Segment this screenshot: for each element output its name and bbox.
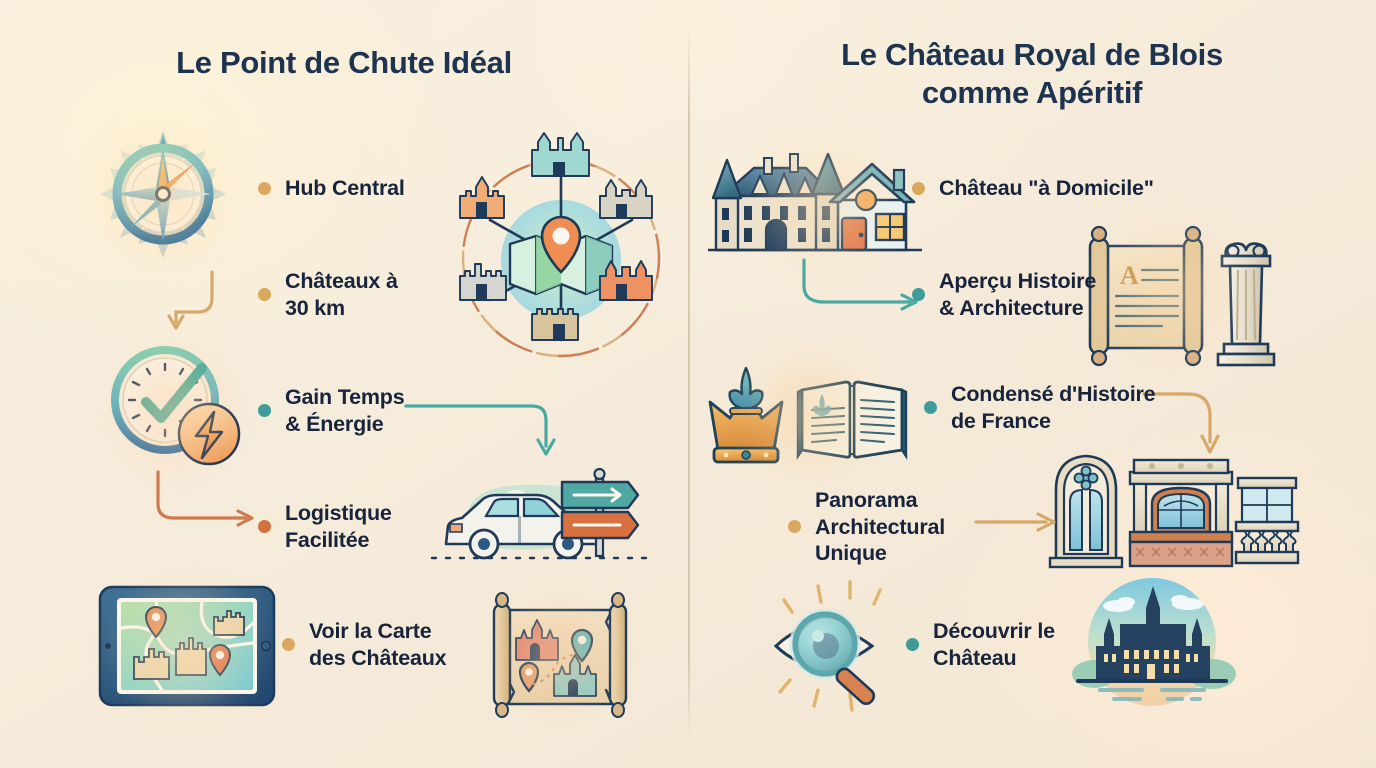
right-item-1-label: Château "à Domicile" bbox=[939, 176, 1154, 200]
left-panel-title: Le Point de Chute Idéal bbox=[176, 45, 512, 80]
magnifier-handle bbox=[835, 667, 876, 706]
left-panel: Le Point de Chute Idéal bbox=[90, 45, 674, 720]
eye-magnifier-icon bbox=[773, 580, 882, 712]
left-item-5-label: Voir la Carte des Châteaux bbox=[309, 619, 447, 670]
left-item-5[interactable]: Voir la Carte des Châteaux bbox=[282, 618, 447, 671]
network-castle-left-top bbox=[459, 176, 505, 219]
balustrade-facade bbox=[1234, 476, 1300, 565]
panel-divider bbox=[688, 28, 690, 740]
network-castle-right-top bbox=[599, 179, 653, 219]
signpost-shape bbox=[560, 467, 640, 558]
left-item-4[interactable]: Logistique Facilitée bbox=[258, 500, 392, 553]
network-castle-top bbox=[531, 132, 590, 177]
left-item-4-bullet bbox=[258, 520, 271, 534]
castle-network-icon bbox=[459, 132, 661, 358]
chateau-silhouette-illustration bbox=[1036, 576, 1268, 712]
right-item-3-bullet bbox=[924, 401, 937, 415]
left-item-2[interactable]: Châteaux à 30 km bbox=[258, 268, 398, 321]
left-item-3-label: Gain Temps & Énergie bbox=[285, 385, 405, 436]
right-panel: Le Château Royal de Blois comme Apéritif bbox=[688, 0, 1376, 768]
right-panel-title-line1: Le Château Royal de Blois bbox=[841, 37, 1223, 72]
car-signpost-illustration bbox=[430, 452, 654, 574]
tablet-map-illustration bbox=[90, 577, 280, 717]
eye-rays bbox=[778, 580, 882, 712]
clock-check-lightning-icon bbox=[111, 346, 241, 466]
architecture-facades-icon bbox=[1048, 454, 1300, 569]
castle-network-illustration bbox=[448, 132, 674, 378]
scroll-initial-letter: A bbox=[1120, 261, 1139, 290]
crown-book-icon bbox=[708, 366, 908, 464]
right-item-3[interactable]: Condensé d'Histoire de France bbox=[924, 381, 1156, 434]
scroll-column-icon: A bbox=[1088, 225, 1276, 367]
left-item-2-label: Châteaux à 30 km bbox=[285, 269, 398, 320]
architecture-facades-illustration bbox=[1048, 448, 1300, 570]
right-panel-title-line2: comme Apéritif bbox=[921, 74, 1143, 110]
right-item-5-bullet bbox=[906, 638, 919, 652]
chateau-silhouette-icon bbox=[1072, 578, 1236, 706]
tablet-map-icon bbox=[98, 585, 276, 707]
right-item-5[interactable]: Découvrir le Château bbox=[906, 618, 1055, 671]
right-item-3-label: Condensé d'Histoire de France bbox=[951, 382, 1156, 433]
left-item-1-bullet bbox=[258, 181, 271, 195]
chateau-house-icon bbox=[708, 152, 922, 252]
left-item-1[interactable]: Hub Central bbox=[258, 175, 405, 202]
left-item-3-bullet bbox=[258, 404, 271, 418]
right-item-4-bullet bbox=[788, 520, 801, 534]
hub-map-pin bbox=[540, 215, 582, 274]
network-castle-left-bottom bbox=[459, 263, 507, 301]
left-item-5-bullet bbox=[282, 638, 295, 652]
left-item-4-label: Logistique Facilitée bbox=[285, 501, 392, 552]
right-item-4-label: Panorama Architectural Unique bbox=[815, 488, 946, 566]
network-castle-right-bottom bbox=[599, 260, 653, 301]
car-shape bbox=[444, 493, 599, 560]
network-castle-bottom bbox=[531, 308, 579, 341]
clock-energy-illustration bbox=[98, 338, 248, 483]
left-connector-compass-to-clock bbox=[167, 270, 214, 330]
left-item-3[interactable]: Gain Temps & Énergie bbox=[258, 384, 405, 437]
crown-book-illustration bbox=[694, 350, 912, 480]
left-item-1-label: Hub Central bbox=[285, 176, 405, 200]
gothic-window bbox=[1048, 454, 1124, 569]
chateau-house-illustration bbox=[708, 132, 922, 272]
classical-column bbox=[1216, 242, 1276, 367]
compass-rose-icon bbox=[100, 130, 226, 258]
eye-magnifier-illustration bbox=[770, 580, 930, 712]
right-item-1-bullet bbox=[912, 181, 925, 195]
right-item-2-bullet bbox=[912, 288, 925, 302]
left-connector-clock-to-logistique bbox=[156, 470, 254, 527]
right-item-5-label: Découvrir le Château bbox=[933, 619, 1055, 670]
tablet-castle-b bbox=[175, 637, 207, 676]
scroll-map-icon bbox=[492, 592, 628, 718]
right-item-2[interactable]: Aperçu Histoire & Architecture bbox=[912, 268, 1096, 321]
compass-rose-illustration bbox=[92, 126, 232, 266]
right-item-2-label: Aperçu Histoire & Architecture bbox=[939, 269, 1097, 320]
left-item-2-bullet bbox=[258, 288, 271, 302]
right-item-1[interactable]: Château "à Domicile" bbox=[912, 175, 1154, 202]
water-reflection bbox=[1098, 688, 1206, 701]
right-item-4[interactable]: Panorama Architectural Unique bbox=[788, 487, 945, 567]
scroll-map-illustration bbox=[484, 588, 636, 720]
renaissance-facade bbox=[1128, 458, 1234, 568]
right-panel-title: Le Château Royal de Blois comme Apéritif bbox=[688, 36, 1376, 112]
scroll-column-illustration: A bbox=[1080, 216, 1316, 368]
car-signpost-icon bbox=[430, 467, 654, 560]
